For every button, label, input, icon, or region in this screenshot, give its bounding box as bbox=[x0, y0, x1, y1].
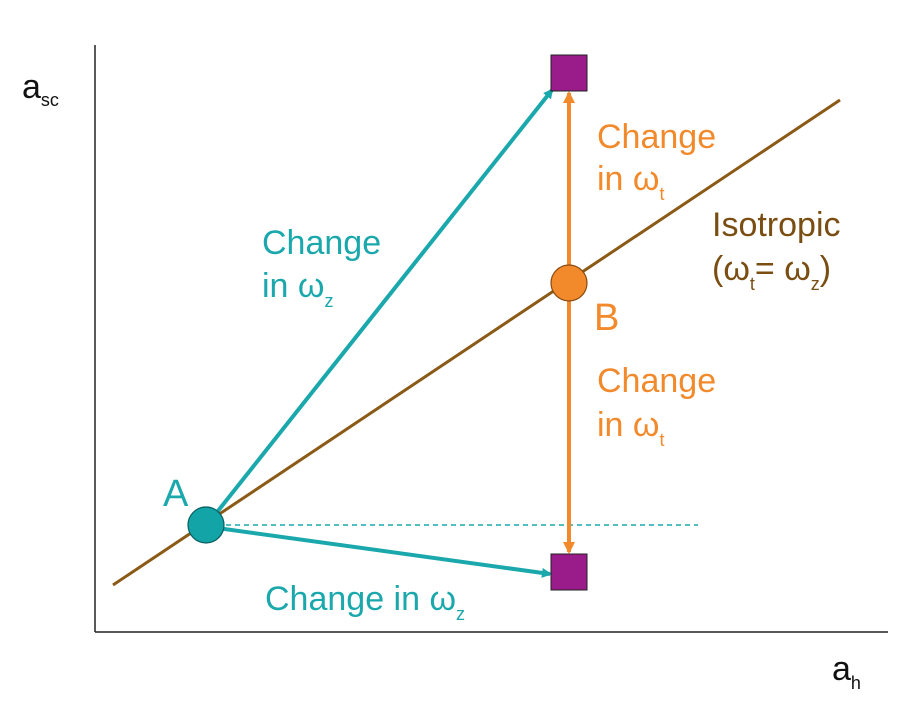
isotropic-line bbox=[112, 98, 841, 587]
label-change-omega-t-upper: Change in ωt bbox=[597, 118, 716, 204]
point-a bbox=[187, 506, 225, 544]
purple-square-top bbox=[550, 54, 588, 92]
y-axis-label: asc bbox=[22, 68, 59, 110]
isotropic-condition: (ωt= ωz) bbox=[712, 250, 831, 294]
point-b-label: B bbox=[594, 297, 619, 339]
label-line-in-omega: in ωt bbox=[597, 406, 664, 450]
label-line-change: Change bbox=[262, 224, 381, 262]
point-a-label: A bbox=[163, 473, 189, 515]
label-line-change: Change bbox=[597, 118, 716, 156]
label-change-omega-z-lower: Change in ωz bbox=[265, 580, 465, 624]
label-line-in-omega: in ωt bbox=[597, 160, 664, 204]
label-isotropic: Isotropic (ωt= ωz) bbox=[712, 206, 841, 294]
label-line-in-omega: in ωz bbox=[262, 267, 333, 311]
label-line-change: Change bbox=[597, 362, 716, 400]
label-change-omega-t-lower: Change in ωt bbox=[597, 362, 716, 450]
isotropic-title: Isotropic bbox=[712, 206, 841, 244]
purple-square-bottom bbox=[550, 553, 588, 591]
x-axis-label: ah bbox=[832, 650, 861, 693]
label-change-omega-z-upper: Change in ωz bbox=[262, 224, 381, 311]
arrow-change-omega-z-upper bbox=[208, 88, 554, 523]
arrow-change-omega-z-lower bbox=[209, 525, 552, 578]
point-b bbox=[550, 264, 588, 302]
